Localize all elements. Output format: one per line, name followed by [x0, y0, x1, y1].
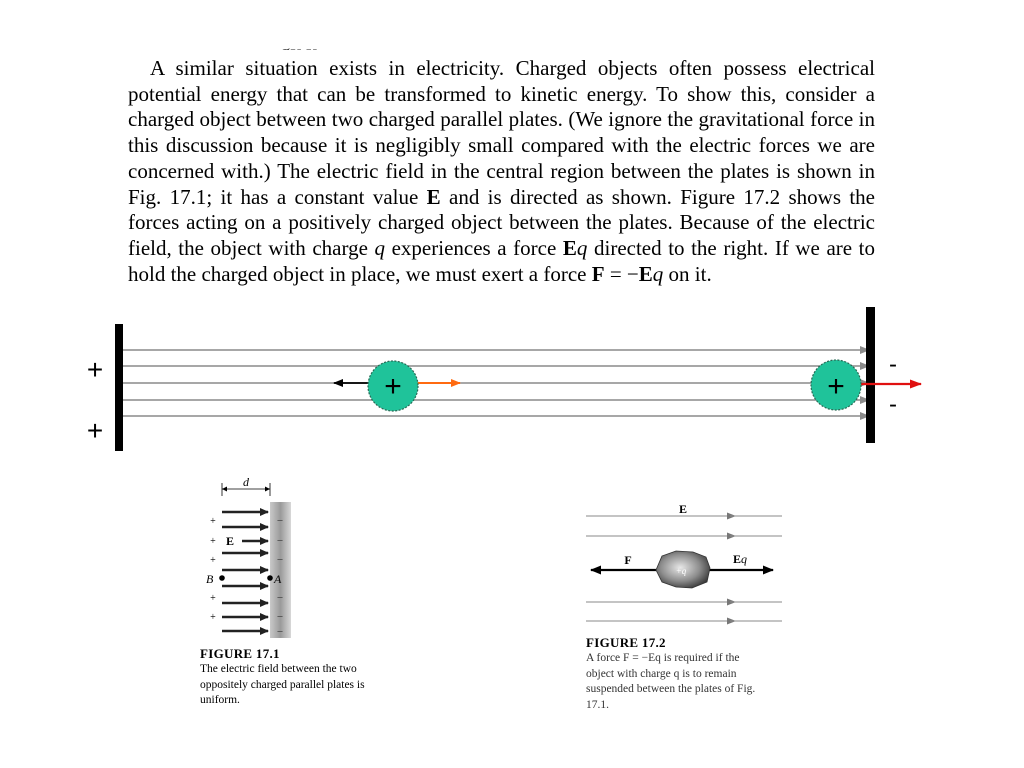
- negative-sign: -: [889, 391, 897, 418]
- field-lines: [586, 512, 782, 625]
- point-a-dot: [267, 575, 273, 581]
- force-f-label: F: [624, 553, 631, 567]
- field-label: E: [679, 502, 687, 516]
- caption-line: uniform.: [200, 694, 240, 706]
- plus-sign: +: [210, 612, 216, 623]
- figure-title: FIGURE 17.1: [200, 646, 280, 661]
- force-eq-bold: E: [733, 552, 741, 566]
- force-eq-label: Eq: [733, 552, 747, 566]
- figure-17-1-diagram: d E + + + + + – – – – – – B A: [206, 475, 291, 638]
- parallel-plates-diagram: + + - - + +: [87, 307, 922, 451]
- bold-symbol: E: [562, 235, 577, 260]
- caption-line: object with charge q is to remain: [586, 667, 737, 680]
- caption-line: A force F = −Eq is required if the: [586, 652, 740, 664]
- field-arrows: [222, 508, 269, 635]
- charged-object: [810, 359, 862, 411]
- negative-plate: [866, 307, 875, 443]
- figure-17-1-caption: FIGURE 17.1 The electric field between t…: [200, 646, 415, 709]
- figure-17-2-diagram: E F Eq +q: [586, 502, 782, 625]
- charge-label: +q: [676, 566, 687, 576]
- negative-plate: [270, 502, 291, 638]
- field-lines: [120, 346, 870, 420]
- minus-sign: –: [277, 515, 284, 526]
- italic-symbol: q: [374, 235, 386, 260]
- paragraph-text: experiences a force: [385, 235, 563, 260]
- plus-sign: +: [210, 516, 216, 527]
- point-a-label: A: [273, 572, 282, 586]
- charge-sign: +: [827, 370, 845, 403]
- plus-sign: +: [210, 536, 216, 547]
- bold-symbol: E: [638, 261, 653, 286]
- body-paragraph: A similar situation exists in electricit…: [128, 56, 875, 287]
- caption-line: suspended between the plates of Fig.: [586, 683, 756, 695]
- caption-line: oppositely charged parallel plates is: [200, 678, 365, 691]
- minus-sign: –: [277, 626, 284, 637]
- dimension-label: d: [243, 475, 250, 489]
- italic-symbol: q: [652, 261, 664, 286]
- paragraph-text: = −: [604, 261, 639, 286]
- plus-sign: +: [210, 555, 216, 566]
- paragraph-text: A similar situation exists in electricit…: [128, 56, 875, 209]
- point-b-dot: [219, 575, 225, 581]
- cut-off-text-line: gy y: [128, 36, 875, 50]
- bold-symbol: E: [426, 184, 441, 209]
- bold-symbol: F: [591, 261, 605, 286]
- minus-sign: –: [277, 554, 284, 565]
- positive-sign: +: [87, 354, 103, 385]
- caption-line: 17.1.: [586, 698, 609, 711]
- charged-object: [367, 360, 419, 412]
- plus-sign: +: [210, 593, 216, 604]
- paragraph-text: on it.: [663, 261, 712, 286]
- figure-17-2-caption: FIGURE 17.2 A force F = −Eq is required …: [586, 635, 786, 713]
- cut-off-text: gy y: [280, 40, 317, 50]
- positive-plate: [115, 324, 123, 451]
- caption-line: The electric field between the two: [200, 663, 357, 675]
- italic-symbol: q: [576, 235, 588, 260]
- paragraph-text: and is directed as shown. Figure 17.2 sh…: [128, 184, 875, 260]
- point-b-label: B: [206, 572, 214, 586]
- force-eq-italic: q: [741, 552, 747, 566]
- figure-title: FIGURE 17.2: [586, 635, 666, 650]
- field-label: E: [226, 534, 234, 548]
- minus-sign: –: [277, 611, 284, 622]
- paragraph-text: directed to the right. If we are to hold…: [128, 235, 876, 286]
- minus-sign: –: [277, 535, 284, 546]
- positive-sign: +: [87, 415, 103, 446]
- minus-sign: –: [277, 592, 284, 603]
- negative-sign: -: [889, 351, 897, 378]
- charge-sign: +: [384, 370, 402, 403]
- charged-rock: [655, 550, 711, 589]
